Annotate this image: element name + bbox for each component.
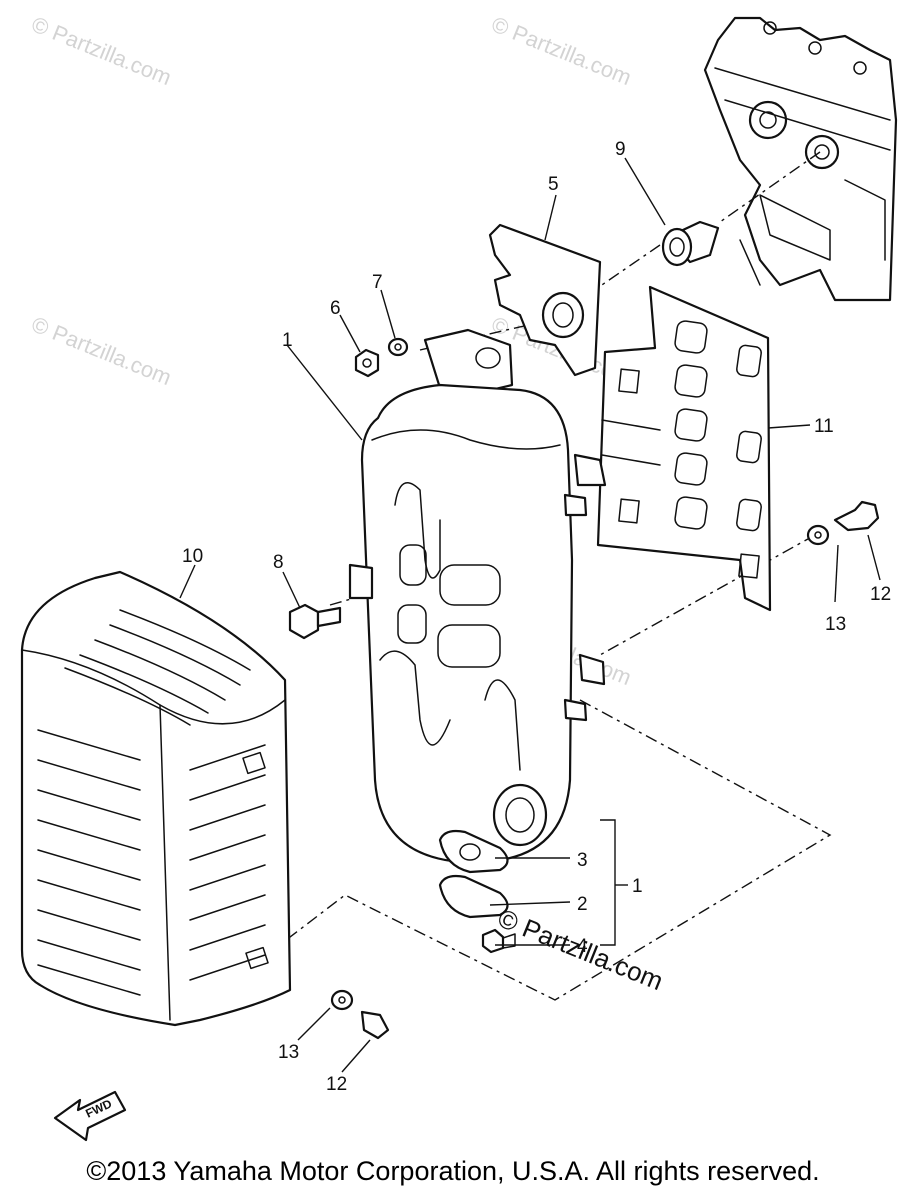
callout-1-side: 1 — [632, 876, 643, 897]
engine-cylinder-block — [703, 16, 898, 302]
callout-10: 10 — [182, 546, 203, 567]
exhaust-gasket-5 — [488, 223, 602, 377]
gasket-3 — [438, 829, 509, 874]
washer-13-right — [806, 524, 830, 546]
callout-12-right: 12 — [870, 584, 891, 605]
callout-7: 7 — [372, 272, 383, 293]
gasket-2 — [438, 874, 509, 919]
callout-13-right: 13 — [825, 614, 846, 635]
copyright-notice: ©2013 Yamaha Motor Corporation, U.S.A. A… — [86, 1156, 820, 1186]
nut-6 — [354, 348, 380, 378]
bolt-8 — [288, 603, 342, 640]
callout-4: 4 — [577, 936, 588, 957]
bolt-12-right — [833, 500, 880, 532]
fwd-arrow-icon: FWD — [53, 1090, 127, 1142]
muffler-1 — [348, 328, 607, 864]
bolt-12-bottom — [360, 1010, 390, 1040]
watermark: © Partzilla.com — [488, 11, 635, 90]
muffler-cover-10 — [20, 570, 292, 1027]
watermark: © Partzilla.com — [28, 11, 175, 90]
callout-13-bottom: 13 — [278, 1042, 299, 1063]
callout-8: 8 — [273, 552, 284, 573]
leader-lines — [179, 157, 881, 1073]
callout-1-top: 1 — [282, 330, 293, 351]
bolt-4 — [481, 928, 516, 954]
collar-9 — [661, 220, 720, 267]
callout-11: 11 — [814, 416, 834, 437]
washer-13-bottom — [330, 989, 354, 1011]
callout-3: 3 — [577, 850, 588, 871]
callout-5: 5 — [548, 174, 559, 195]
callout-6: 6 — [330, 298, 341, 319]
callout-labels: 1 5 9 6 7 11 8 10 13 12 3 2 4 1 13 12 — [182, 139, 891, 1095]
callout-2: 2 — [577, 894, 588, 915]
washer-7 — [387, 337, 409, 357]
callout-9: 9 — [615, 139, 626, 160]
watermark: © Partzilla.com — [28, 311, 175, 390]
callout-12-bottom: 12 — [326, 1074, 347, 1095]
heat-shield-plate-11 — [596, 285, 772, 612]
